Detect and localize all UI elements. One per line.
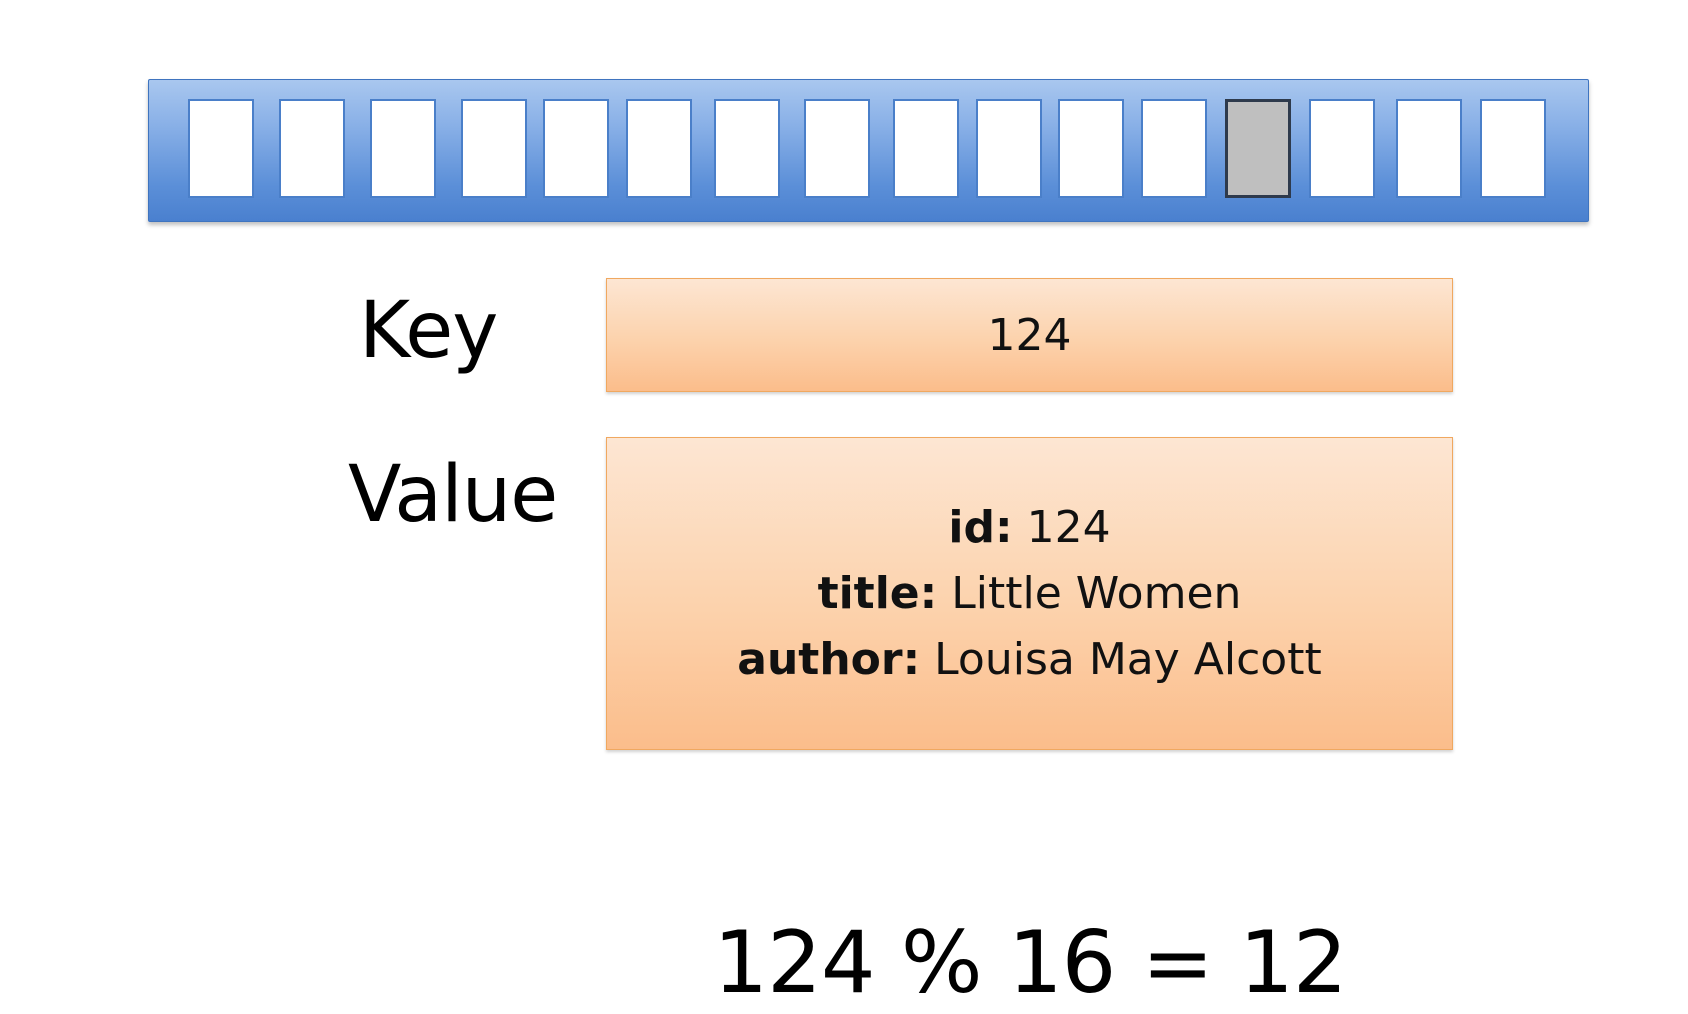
field-name: title: [817,567,938,619]
array-slot-4 [543,99,609,198]
array-slot-2 [370,99,436,198]
value-box: id: 124 title: Little Women author: Loui… [606,437,1453,750]
field-name: author: [737,633,921,685]
key-label: Key [359,286,498,376]
field-value: 124 [1026,501,1111,553]
array-slot-14 [1396,99,1462,198]
array-slot-11 [1141,99,1207,198]
array-slot-8 [893,99,959,198]
array-slot-9 [976,99,1042,198]
field-value: Louisa May Alcott [934,633,1322,685]
hash-equation: 124 % 16 = 12 [713,913,1347,1013]
array-slot-0 [188,99,254,198]
field-value: Little Women [951,567,1242,619]
array-slot-15 [1480,99,1546,198]
value-field-title: title: Little Women [818,561,1242,627]
array-slot-12-highlighted [1225,99,1291,198]
array-slot-13 [1309,99,1375,198]
array-slot-10 [1058,99,1124,198]
array-slot-1 [279,99,345,198]
value-field-id: id: 124 [948,495,1110,561]
hash-table-array [148,79,1589,222]
array-slot-5 [626,99,692,198]
key-value: 124 [987,309,1072,361]
field-name: id: [948,501,1013,553]
array-slot-3 [461,99,527,198]
array-slot-6 [714,99,780,198]
value-label: Value [348,450,558,540]
array-slot-7 [804,99,870,198]
key-box: 124 [606,278,1453,392]
value-field-author: author: Louisa May Alcott [737,627,1321,693]
